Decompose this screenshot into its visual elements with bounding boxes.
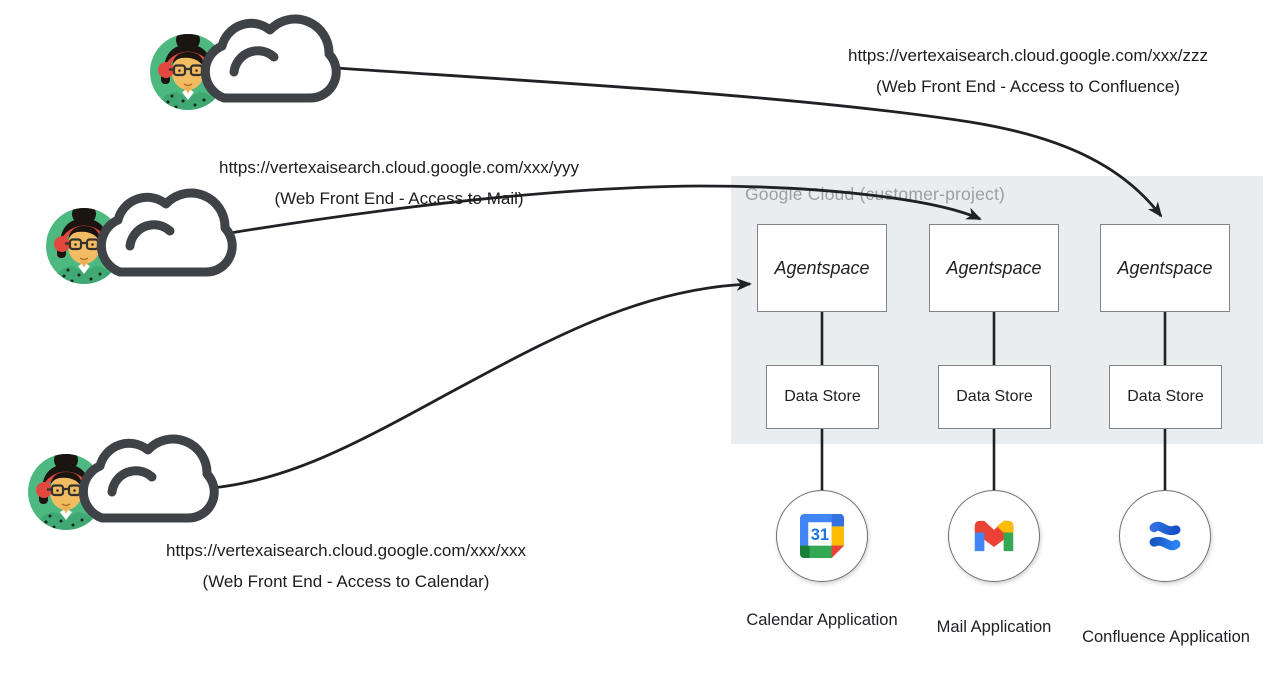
route-caption: (Web Front End - Access to Calendar) [202, 572, 490, 591]
datastore-label: Data Store [784, 388, 861, 405]
route-label-confluence: https://vertexaisearch.cloud.google.com/… [793, 40, 1263, 102]
datastore-box-confluence: Data Store [1109, 365, 1222, 429]
agentspace-label: Agentspace [774, 257, 870, 278]
user-persona-confluence [150, 19, 336, 110]
calendar-day-text: 31 [811, 526, 829, 544]
datastore-box-mail: Data Store [938, 365, 1051, 429]
calendar-app-label: Calendar Application [746, 611, 898, 629]
route-label-calendar: https://vertexaisearch.cloud.google.com/… [111, 535, 581, 597]
route-url: https://vertexaisearch.cloud.google.com/… [166, 541, 526, 560]
agentspace-label: Agentspace [1117, 257, 1213, 278]
route-url: https://vertexaisearch.cloud.google.com/… [219, 158, 579, 177]
confluence-app-circle [1119, 490, 1211, 582]
google-cloud-container-label: Google Cloud (customer-project) [745, 184, 1006, 204]
user-persona-calendar [28, 439, 214, 530]
datastore-label: Data Store [1127, 388, 1204, 405]
gmail-icon [974, 520, 1014, 552]
datastore-box-calendar: Data Store [766, 365, 879, 429]
datastore-label: Data Store [956, 388, 1033, 405]
mail-app-circle [948, 490, 1040, 582]
arrow-to-calendar-agentspace [211, 278, 752, 490]
confluence-app-label: Confluence Application [1082, 628, 1250, 646]
route-label-mail: https://vertexaisearch.cloud.google.com/… [164, 152, 634, 214]
google-calendar-icon: 31 [800, 514, 844, 558]
confluence-icon [1149, 521, 1181, 551]
agentspace-box-confluence: Agentspace [1100, 224, 1230, 312]
route-url: https://vertexaisearch.cloud.google.com/… [848, 46, 1208, 65]
mail-app-label: Mail Application [936, 618, 1052, 636]
agentspace-label: Agentspace [946, 257, 1042, 278]
agentspace-box-mail: Agentspace [929, 224, 1059, 312]
route-caption: (Web Front End - Access to Confluence) [876, 77, 1180, 96]
calendar-app-circle: 31 [776, 490, 868, 582]
agentspace-box-calendar: Agentspace [757, 224, 887, 312]
route-caption: (Web Front End - Access to Mail) [274, 189, 524, 208]
